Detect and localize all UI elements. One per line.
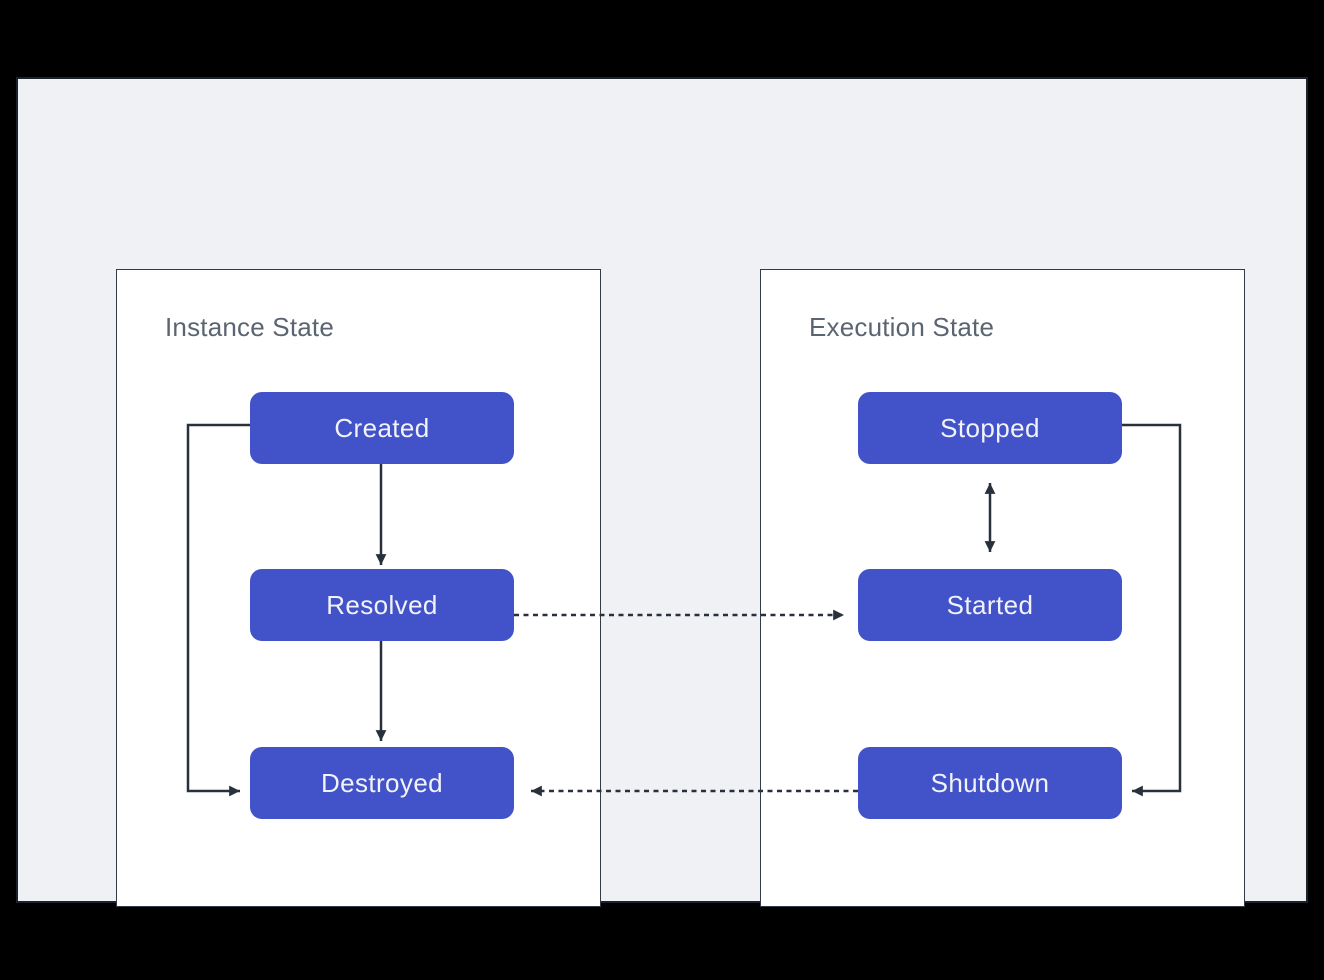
- state-node-destroyed: Destroyed: [250, 747, 514, 819]
- panel-title-instance-state: Instance State: [165, 312, 335, 342]
- state-node-resolved: Resolved: [250, 569, 514, 641]
- state-node-started: Started: [858, 569, 1122, 641]
- state-node-created: Created: [250, 392, 514, 464]
- state-node-stopped: Stopped: [858, 392, 1122, 464]
- panel-title-execution-state: Execution State: [809, 312, 995, 342]
- diagram-canvas: Instance State Execution State Created R…: [16, 77, 1308, 907]
- state-node-shutdown: Shutdown: [858, 747, 1122, 819]
